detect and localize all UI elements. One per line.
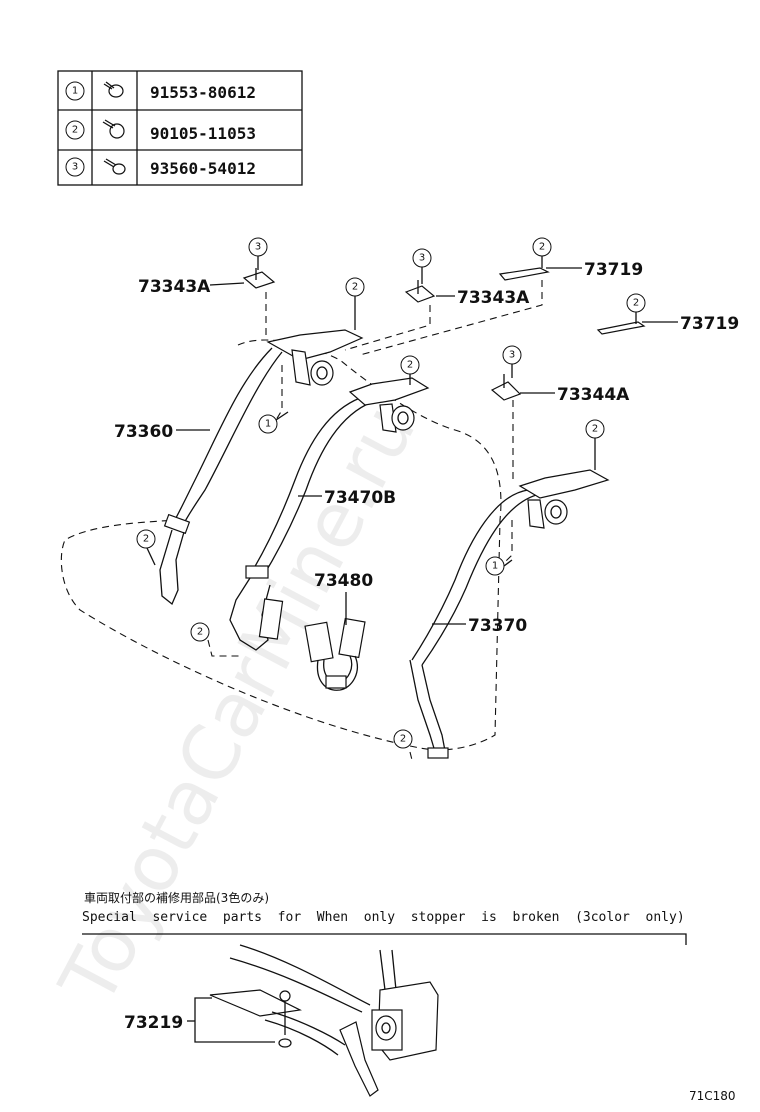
callout: 1: [258, 414, 278, 434]
leader-line: [275, 411, 289, 421]
table-row: 1 91553-80612: [65, 81, 256, 102]
mount-line: [344, 305, 431, 351]
part-label-73360: 73360: [114, 422, 173, 442]
svg-text:1: 1: [265, 419, 271, 430]
part-label-73343A: 73343A: [457, 288, 530, 308]
svg-text:2: 2: [197, 627, 203, 638]
callout: 3: [412, 248, 432, 268]
cover-73719-top: [498, 267, 550, 281]
table-row-number: 1: [72, 86, 78, 97]
part-label-73344A: 73344A: [557, 385, 630, 405]
svg-text:2: 2: [592, 424, 598, 435]
table-row-part-number: 91553-80612: [150, 83, 256, 102]
mount-line: [275, 365, 283, 421]
cover-73719-bottom: [596, 321, 646, 335]
leader-line: [209, 282, 245, 286]
part-label-73343A: 73343A: [138, 277, 211, 297]
fastener-table: 1 91553-80612 2 90105-11053 3 93560-5401: [57, 70, 303, 186]
leader-line: [146, 547, 156, 566]
seat-belt-73360: [159, 329, 364, 606]
part-label-73219: 73219: [124, 1013, 183, 1033]
svg-text:2: 2: [539, 242, 545, 253]
svg-text:3: 3: [255, 242, 261, 253]
bolt-icon: [102, 119, 125, 139]
callout: 2: [393, 729, 413, 749]
table-row: 2 90105-11053: [65, 119, 256, 143]
svg-text:2: 2: [407, 360, 413, 371]
detail-anchor-assembly: [209, 944, 439, 1097]
callout: 1: [485, 556, 505, 576]
watermark: ToyotaCarMine.ru: [42, 390, 433, 1019]
note-english: Special service parts for When only stop…: [82, 910, 685, 925]
part-label-73370: 73370: [468, 616, 527, 636]
figure-code: 71C180: [689, 1089, 736, 1103]
mount-line: [207, 639, 240, 657]
callout: 2: [585, 419, 605, 439]
svg-text:2: 2: [400, 734, 406, 745]
callout: 2: [345, 277, 365, 297]
seat-belt-73370: [409, 469, 610, 759]
callout: 2: [136, 529, 156, 549]
svg-text:3: 3: [509, 350, 515, 361]
note-bracket: [82, 933, 687, 945]
callout: 2: [626, 293, 646, 313]
callout: 2: [400, 355, 420, 375]
callout: 3: [502, 345, 522, 365]
cover-73344A: [490, 374, 522, 401]
table-row: 3 93560-54012: [65, 157, 256, 178]
mount-line: [409, 751, 413, 761]
seat-belt-73470B: [229, 377, 430, 651]
cover-73343A-left: [242, 268, 276, 289]
seat-belt-buckle-73480: [304, 617, 366, 691]
screw-icon: [103, 158, 126, 175]
svg-text:3: 3: [419, 253, 425, 264]
table-row-part-number: 90105-11053: [150, 124, 256, 143]
callout: 3: [248, 237, 268, 257]
callout: 2: [190, 622, 210, 642]
leader-line: [194, 997, 275, 1043]
leader-line: [503, 559, 513, 567]
cover-73343A-right: [404, 280, 436, 303]
note-japanese: 車両取付部の補修用部品(3色のみ): [84, 890, 269, 905]
table-row-number: 2: [72, 125, 78, 136]
part-label-73480: 73480: [314, 571, 373, 591]
part-label-73470B: 73470B: [324, 488, 396, 508]
svg-text:1: 1: [492, 561, 498, 572]
table-row-part-number: 93560-54012: [150, 159, 256, 178]
mount-line: [504, 520, 513, 563]
part-label-73719: 73719: [584, 260, 643, 280]
callout: 2: [532, 237, 552, 257]
bolt-icon: [103, 81, 124, 98]
mount-line: [359, 280, 543, 356]
svg-text:2: 2: [633, 298, 639, 309]
part-label-73719: 73719: [680, 314, 739, 334]
table-row-number: 3: [72, 162, 78, 173]
svg-text:2: 2: [352, 282, 358, 293]
svg-text:2: 2: [143, 534, 149, 545]
